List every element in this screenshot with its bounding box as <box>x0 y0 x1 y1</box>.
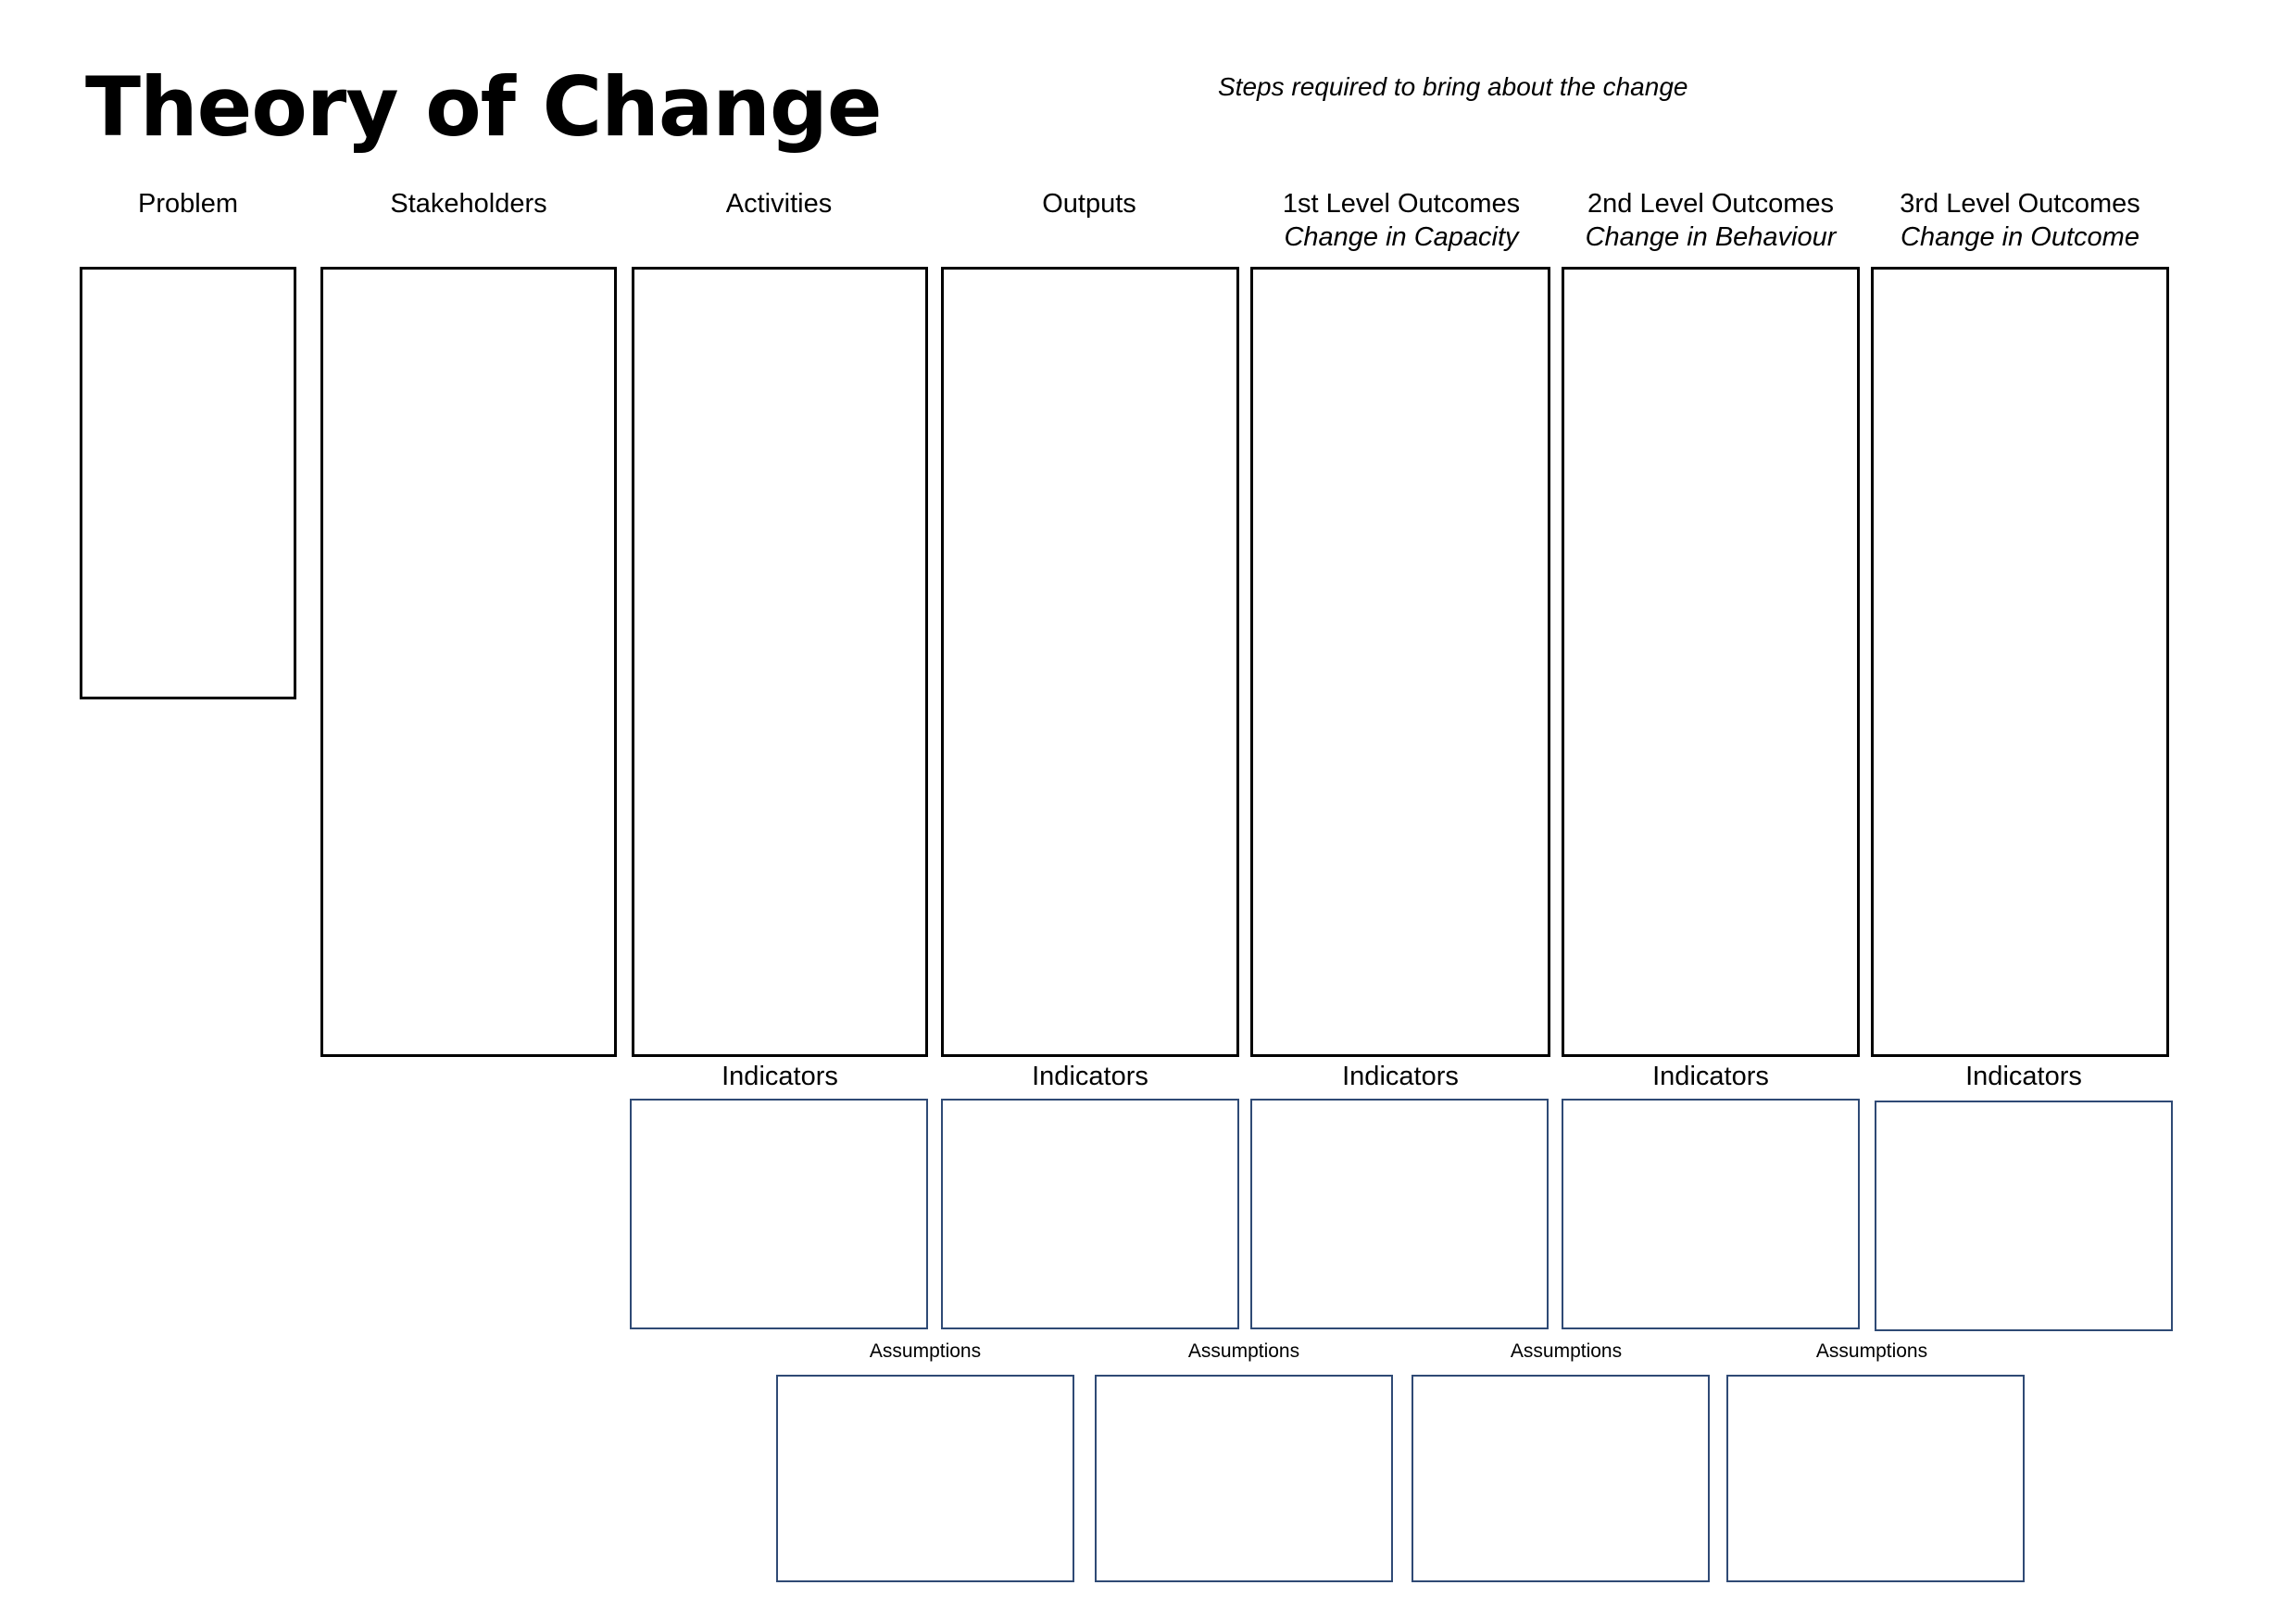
column-header-label: 3rd Level Outcomes <box>1900 189 2140 219</box>
outputs-box[interactable] <box>941 267 1239 1057</box>
activities-box[interactable] <box>632 267 928 1057</box>
indicators-box-activities[interactable] <box>630 1099 928 1329</box>
stakeholders-box[interactable] <box>320 267 617 1057</box>
indicators-box-first-level[interactable] <box>1250 1099 1549 1329</box>
problem-box[interactable] <box>80 267 296 699</box>
column-header-label: Stakeholders <box>390 189 547 219</box>
column-header-second-level-outcomes: 2nd Level Outcomes Change in Behaviour <box>1562 187 1860 254</box>
assumptions-label-1: Assumptions <box>869 1340 982 1362</box>
column-header-problem: Problem <box>80 187 296 220</box>
assumptions-box-1[interactable] <box>776 1375 1074 1582</box>
indicators-label-third-level: Indicators <box>1965 1062 2082 1091</box>
third-level-outcomes-box[interactable] <box>1871 267 2169 1057</box>
column-header-sublabel: Change in Outcome <box>1901 222 2139 252</box>
column-header-activities: Activities <box>632 187 926 220</box>
column-header-label: 1st Level Outcomes <box>1282 189 1521 219</box>
column-header-outputs: Outputs <box>941 187 1237 220</box>
indicators-label-first-level: Indicators <box>1342 1062 1459 1091</box>
column-header-label: 2nd Level Outcomes <box>1587 189 1834 219</box>
column-header-label: Problem <box>138 189 238 219</box>
indicators-label-activities: Indicators <box>721 1062 838 1091</box>
column-header-third-level-outcomes: 3rd Level Outcomes Change in Outcome <box>1871 187 2169 254</box>
column-header-label: Activities <box>725 189 833 219</box>
assumptions-label-3: Assumptions <box>1510 1340 1623 1362</box>
second-level-outcomes-box[interactable] <box>1562 267 1860 1057</box>
page-subtitle: Steps required to bring about the change <box>1218 72 1688 101</box>
indicators-box-third-level[interactable] <box>1875 1101 2173 1331</box>
page-title: Theory of Change <box>85 59 883 155</box>
indicators-label-outputs: Indicators <box>1032 1062 1148 1091</box>
assumptions-box-3[interactable] <box>1411 1375 1710 1582</box>
column-header-stakeholders: Stakeholders <box>320 187 617 220</box>
column-header-sublabel: Change in Capacity <box>1284 222 1519 252</box>
column-header-label: Outputs <box>1042 189 1136 219</box>
indicators-label-second-level: Indicators <box>1652 1062 1769 1091</box>
indicators-box-second-level[interactable] <box>1562 1099 1860 1329</box>
assumptions-label-2: Assumptions <box>1187 1340 1300 1362</box>
assumptions-box-2[interactable] <box>1095 1375 1393 1582</box>
assumptions-box-4[interactable] <box>1726 1375 2025 1582</box>
column-header-sublabel: Change in Behaviour <box>1585 222 1837 252</box>
first-level-outcomes-box[interactable] <box>1250 267 1550 1057</box>
column-header-first-level-outcomes: 1st Level Outcomes Change in Capacity <box>1252 187 1550 254</box>
assumptions-label-4: Assumptions <box>1815 1340 1928 1362</box>
indicators-box-outputs[interactable] <box>941 1099 1239 1329</box>
